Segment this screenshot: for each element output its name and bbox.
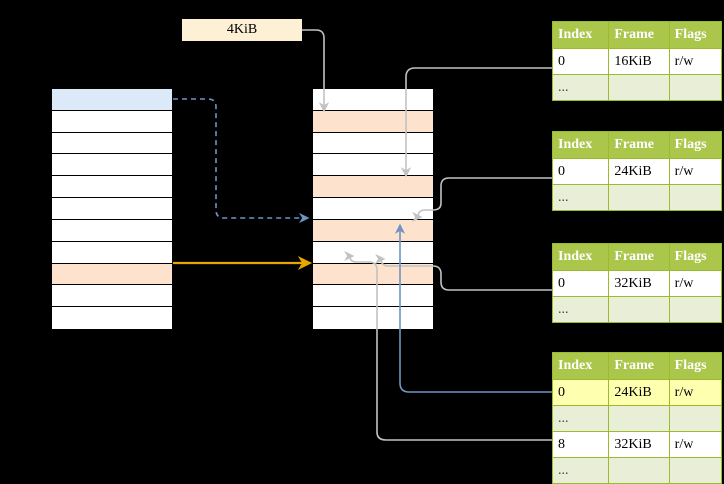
table-cell bbox=[668, 405, 723, 432]
memory-cell bbox=[52, 241, 172, 264]
memory-cell bbox=[313, 263, 433, 286]
table-cell bbox=[608, 457, 670, 484]
table-cell: 8 bbox=[551, 431, 610, 458]
table-cell: ... bbox=[551, 457, 610, 484]
table-cell bbox=[608, 74, 670, 101]
table-cell: r/w bbox=[668, 158, 723, 185]
memory-cell bbox=[313, 176, 433, 199]
table-cell: ... bbox=[551, 74, 610, 101]
column-header-index: Index bbox=[551, 21, 610, 49]
column-header-index: Index bbox=[551, 352, 610, 380]
memory-cell bbox=[313, 132, 433, 155]
table-cell bbox=[668, 74, 723, 101]
memory-cell bbox=[52, 154, 172, 177]
table-row: ... bbox=[551, 457, 723, 484]
table-cell: r/w bbox=[668, 48, 723, 75]
column-header-flags: Flags bbox=[668, 21, 723, 49]
memory-cell bbox=[52, 307, 172, 329]
memory-cell bbox=[313, 89, 433, 111]
memory-cell bbox=[52, 285, 172, 308]
table-row: ... bbox=[551, 74, 723, 101]
memory-cell bbox=[313, 154, 433, 177]
size-label-text: 4KiB bbox=[226, 22, 258, 37]
memory-cell bbox=[313, 219, 433, 242]
size-label-4kib: 4KiB bbox=[182, 19, 302, 41]
table-row: ... bbox=[551, 405, 723, 432]
table-cell: r/w bbox=[668, 431, 723, 458]
physical-memory-column bbox=[312, 88, 434, 330]
table-cell bbox=[608, 405, 670, 432]
table-cell: 0 bbox=[551, 48, 610, 75]
table-cell: 32KiB bbox=[608, 431, 670, 458]
table-cell bbox=[668, 296, 723, 323]
memory-cell bbox=[52, 219, 172, 242]
memory-cell bbox=[313, 110, 433, 133]
table-cell bbox=[668, 457, 723, 484]
memory-cell bbox=[52, 263, 172, 286]
table-cell: ... bbox=[551, 405, 610, 432]
column-header-flags: Flags bbox=[668, 243, 723, 271]
memory-cell bbox=[313, 241, 433, 264]
table-cell: 16KiB bbox=[608, 48, 670, 75]
table-cell bbox=[608, 296, 670, 323]
column-header-frame: Frame bbox=[608, 21, 670, 49]
table-row: ... bbox=[551, 184, 723, 211]
table-cell: ... bbox=[551, 296, 610, 323]
memory-cell bbox=[313, 285, 433, 308]
table-cell: 24KiB bbox=[608, 158, 670, 185]
column-header-flags: Flags bbox=[668, 131, 723, 159]
memory-cell bbox=[52, 176, 172, 199]
table-cell bbox=[608, 184, 670, 211]
column-header-flags: Flags bbox=[668, 352, 723, 380]
column-header-index: Index bbox=[551, 131, 610, 159]
table-cell: 32KiB bbox=[608, 270, 670, 297]
table-cell: r/w bbox=[668, 379, 723, 406]
memory-cell bbox=[313, 307, 433, 329]
column-header-index: Index bbox=[551, 243, 610, 271]
memory-cell bbox=[52, 198, 172, 220]
table-cell bbox=[668, 184, 723, 211]
memory-cell bbox=[52, 89, 172, 111]
column-header-frame: Frame bbox=[608, 131, 670, 159]
column-header-frame: Frame bbox=[608, 352, 670, 380]
table-cell: ... bbox=[551, 184, 610, 211]
table-row: ... bbox=[551, 296, 723, 323]
virtual-address-space-column bbox=[51, 88, 173, 330]
column-header-frame: Frame bbox=[608, 243, 670, 271]
table-cell: 0 bbox=[551, 158, 610, 185]
memory-cell bbox=[52, 110, 172, 133]
table-cell: 0 bbox=[551, 379, 610, 406]
table-cell: r/w bbox=[668, 270, 723, 297]
table-cell: 0 bbox=[551, 270, 610, 297]
memory-cell bbox=[313, 198, 433, 220]
memory-cell bbox=[52, 132, 172, 155]
table-cell: 24KiB bbox=[608, 379, 670, 406]
